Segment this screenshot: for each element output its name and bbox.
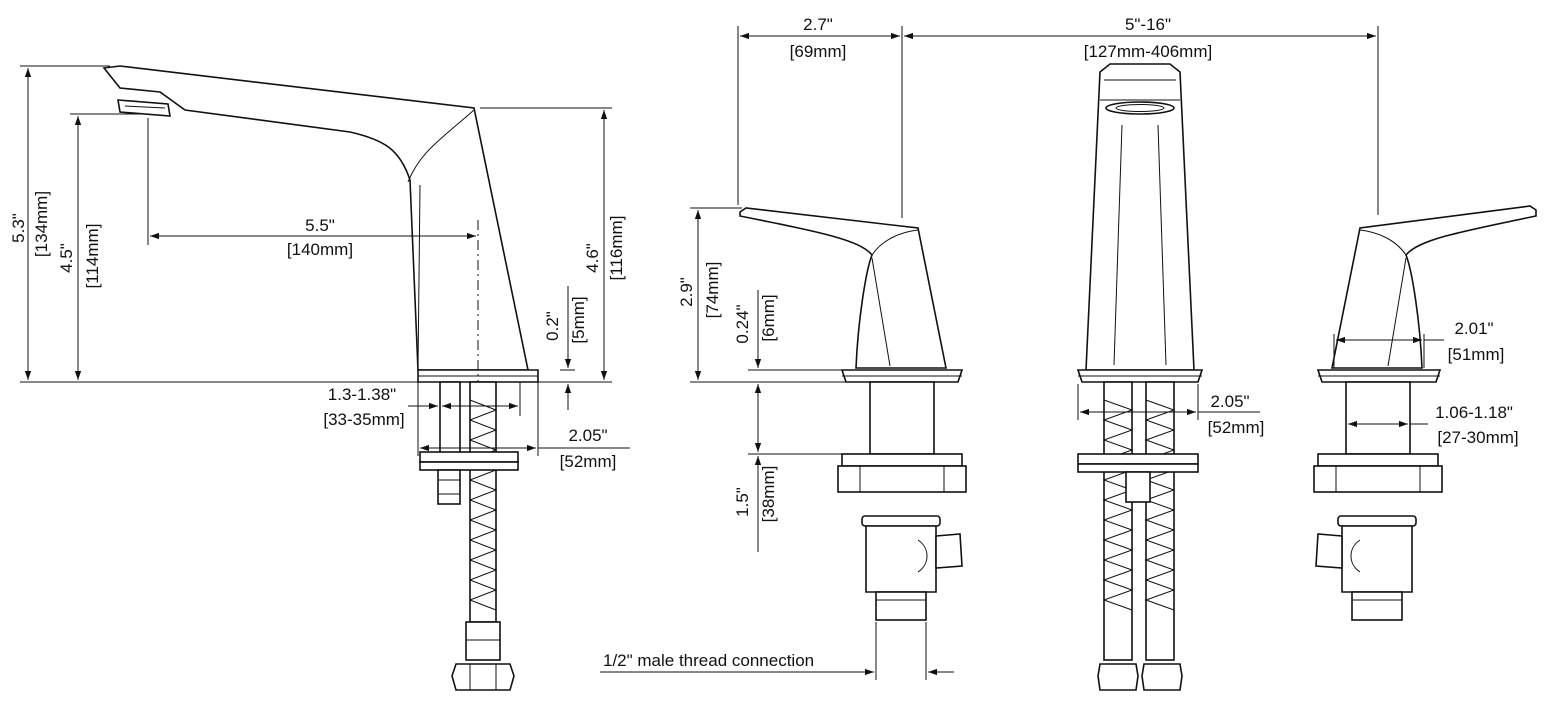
spout-hose-nut bbox=[451, 663, 515, 691]
left-handle-lever bbox=[739, 207, 947, 369]
spout-dimensions bbox=[20, 65, 630, 456]
shank-length-inch: 1.5" bbox=[733, 487, 752, 517]
spout-total-height-inch: 5.3" bbox=[9, 213, 28, 243]
spout-hole-diameter-mm: [33-35mm] bbox=[323, 410, 404, 429]
spout-front-view bbox=[1076, 63, 1260, 691]
thread-connection-note: 1/2" male thread connection bbox=[603, 651, 814, 670]
front-base-diameter-inch: 2.05" bbox=[1210, 392, 1249, 411]
spout-mounting-nut bbox=[437, 469, 461, 505]
spout-outlet-height-inch: 4.5" bbox=[57, 243, 76, 273]
spout-side-view bbox=[102, 65, 539, 691]
right-handle-view bbox=[1313, 205, 1537, 621]
spout-body-height-inch: 4.6" bbox=[583, 243, 602, 273]
front-hose-nut-left bbox=[1097, 663, 1139, 691]
spread-inch: 5"-16" bbox=[1125, 15, 1171, 34]
left-handle-washer bbox=[841, 453, 963, 467]
spout-hose bbox=[468, 399, 498, 611]
handle-reach-mm: [69mm] bbox=[790, 42, 847, 61]
spout-base-thickness-inch: 0.2" bbox=[543, 311, 562, 341]
handle-height-mm: [74mm] bbox=[703, 262, 722, 319]
right-handle-base-mm: [51mm] bbox=[1448, 345, 1505, 364]
right-handle-washer bbox=[1317, 453, 1439, 467]
spread-mm: [127mm-406mm] bbox=[1084, 42, 1212, 61]
spout-body bbox=[102, 65, 529, 371]
spout-reach-inch: 5.5" bbox=[305, 216, 335, 235]
left-handle-view bbox=[739, 207, 967, 621]
right-handle-nut bbox=[1313, 465, 1443, 493]
handle-reach-inch: 2.7" bbox=[803, 15, 833, 34]
spout-mounting-washer bbox=[419, 451, 519, 463]
spout-aerator bbox=[117, 99, 171, 117]
spout-base-diameter-inch: 2.05" bbox=[568, 426, 607, 445]
right-handle-lever bbox=[1331, 205, 1537, 369]
right-handle-base-inch: 2.01" bbox=[1454, 319, 1493, 338]
handle-base-thickness-mm: [6mm] bbox=[759, 294, 778, 341]
shank-length-mm: [38mm] bbox=[759, 466, 778, 523]
right-handle-dimensions bbox=[1333, 334, 1444, 432]
left-handle-thread bbox=[875, 591, 927, 621]
spout-total-height-mm: [134mm] bbox=[32, 191, 51, 257]
left-handle-valve-body bbox=[865, 525, 937, 593]
front-hose-nut-right bbox=[1141, 663, 1183, 691]
spout-base-thickness-mm: [5mm] bbox=[569, 296, 588, 343]
front-hose-right bbox=[1144, 399, 1176, 611]
spout-base-diameter-mm: [52mm] bbox=[560, 452, 617, 471]
front-hose-left bbox=[1102, 399, 1134, 611]
front-base-diameter-mm: [52mm] bbox=[1208, 418, 1265, 437]
handle-base-thickness-inch: 0.24" bbox=[733, 304, 752, 343]
spout-reach-mm: [140mm] bbox=[287, 240, 353, 259]
spout-outlet-height-mm: [114mm] bbox=[83, 224, 102, 289]
left-handle-dimensions bbox=[600, 26, 1379, 680]
handle-height-inch: 2.9" bbox=[677, 277, 696, 307]
right-handle-thread bbox=[1351, 591, 1403, 621]
left-handle-nut bbox=[837, 465, 967, 493]
right-hole-diameter-mm: [27-30mm] bbox=[1437, 428, 1518, 447]
spout-hole-diameter-inch: 1.3-1.38" bbox=[328, 385, 396, 404]
spout-body-height-mm: [116mm] bbox=[607, 216, 626, 281]
right-hole-diameter-inch: 1.06-1.18" bbox=[1435, 403, 1513, 422]
right-handle-valve-body bbox=[1341, 525, 1413, 593]
